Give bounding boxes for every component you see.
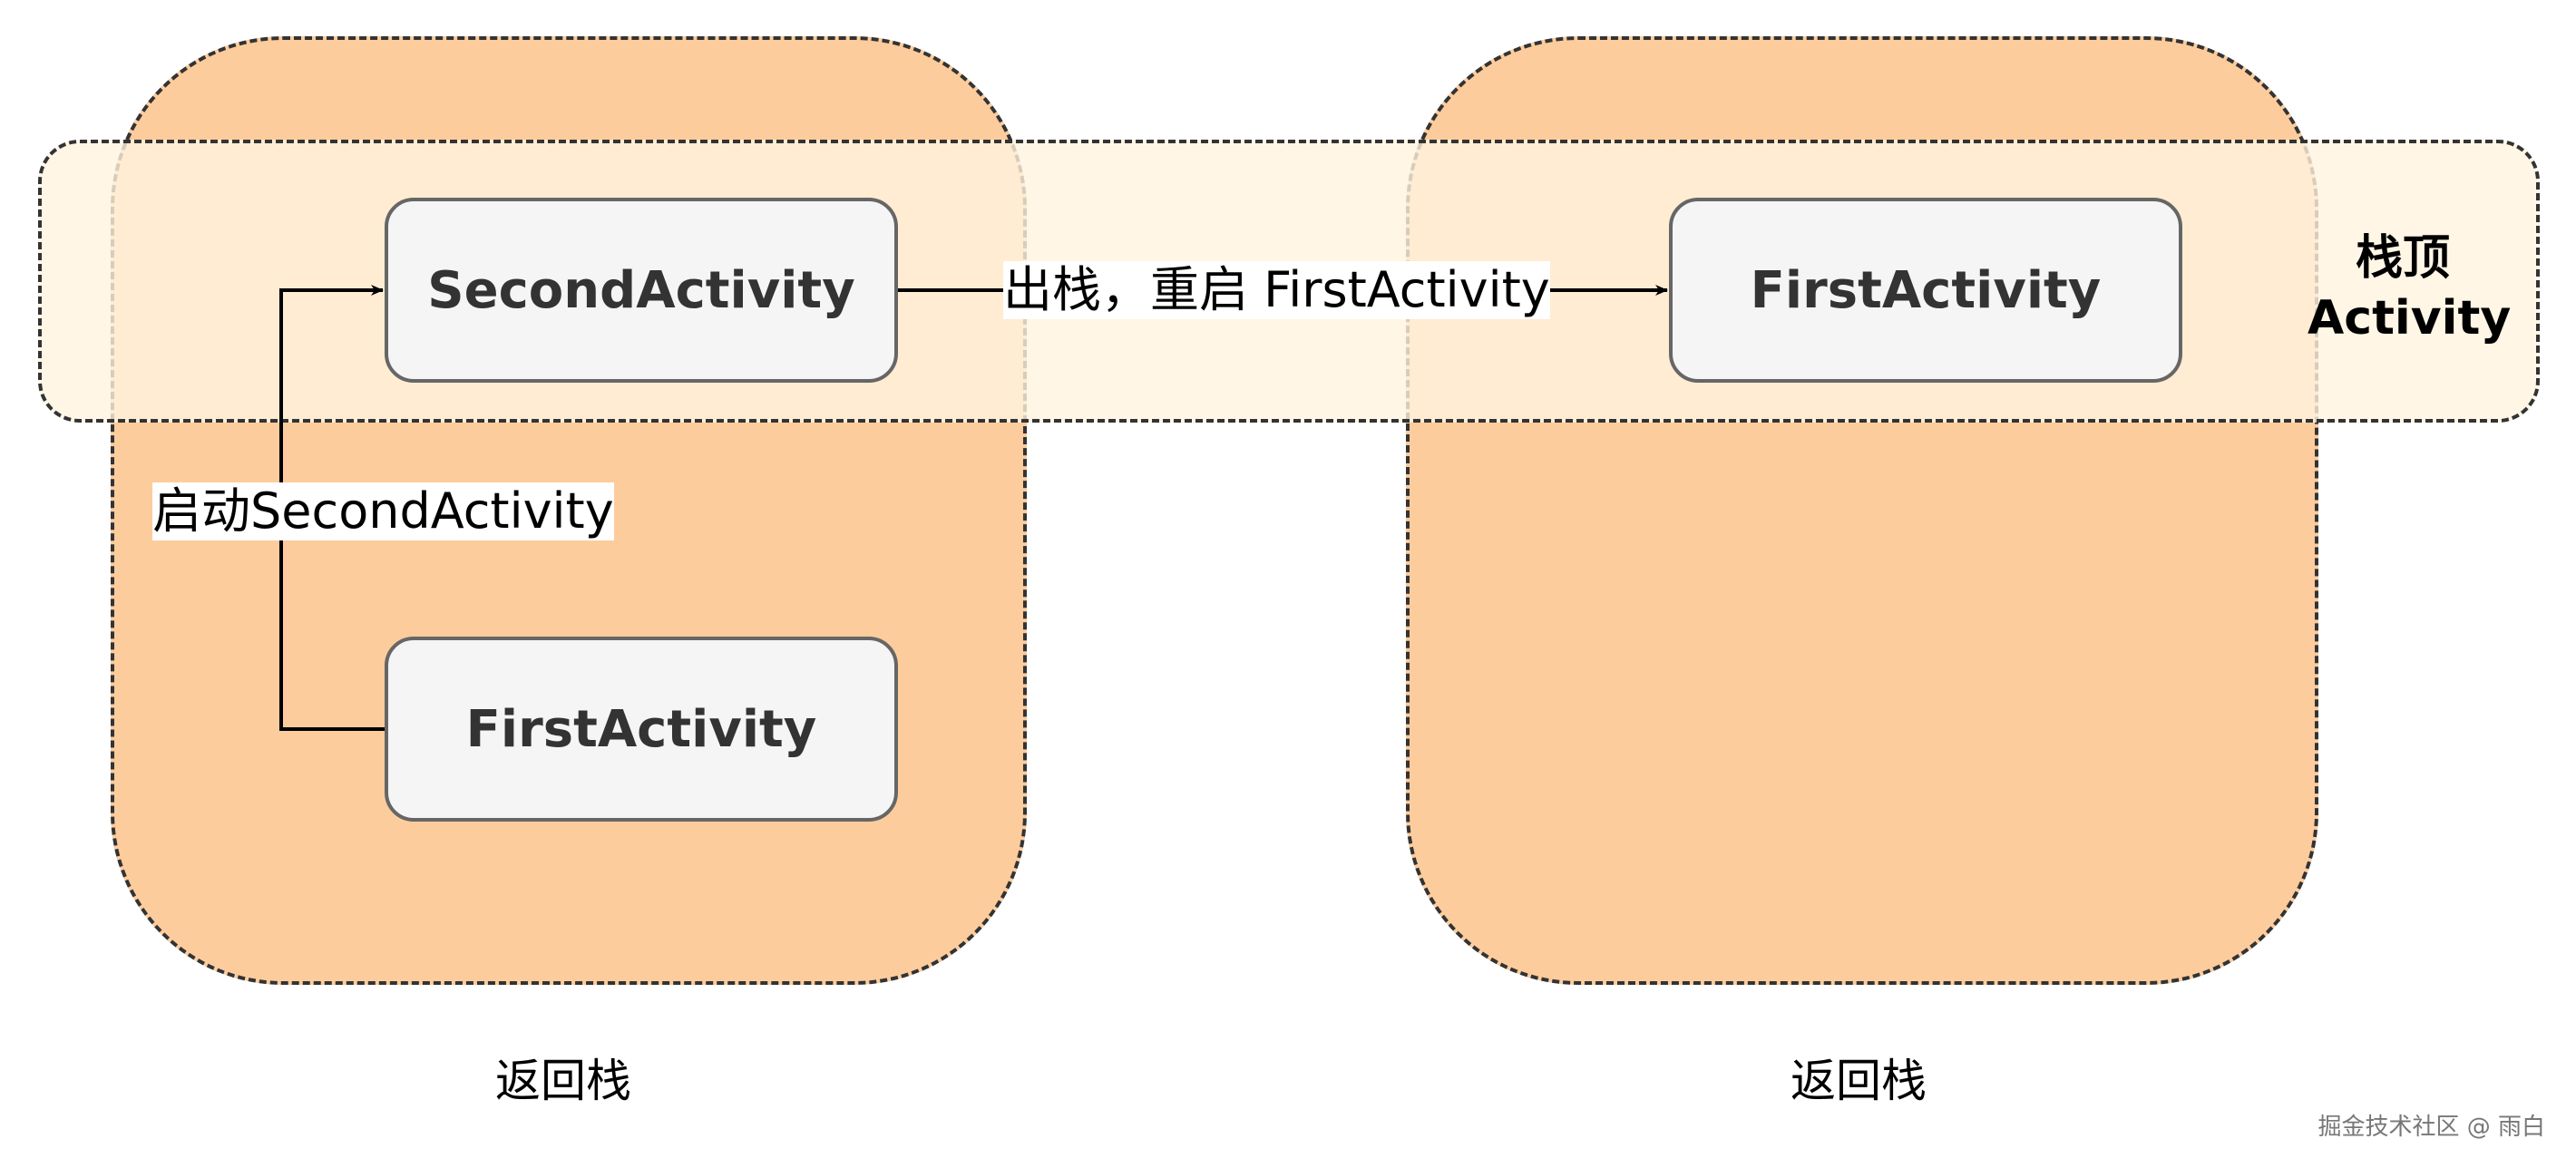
- watermark: 掘金技术社区 @ 雨白: [2317, 1114, 2545, 1141]
- left-stack-caption: 返回栈: [495, 1055, 631, 1107]
- first-activity-node-left: FirstActivity: [385, 637, 898, 822]
- pop-edge-label: 出栈，重启 FirstActivity: [1003, 261, 1550, 319]
- right-stack-caption: 返回栈: [1791, 1055, 1927, 1107]
- stack-top-label-line2: Activity: [2308, 291, 2512, 346]
- launch-edge-label: 启动SecondActivity: [152, 482, 614, 540]
- second-activity-node: SecondActivity: [385, 198, 898, 383]
- stack-top-label-line1: 栈顶: [2355, 231, 2450, 286]
- first-activity-node-right: FirstActivity: [1669, 198, 2182, 383]
- stack-top-label: 栈顶 Activity: [2308, 229, 2512, 348]
